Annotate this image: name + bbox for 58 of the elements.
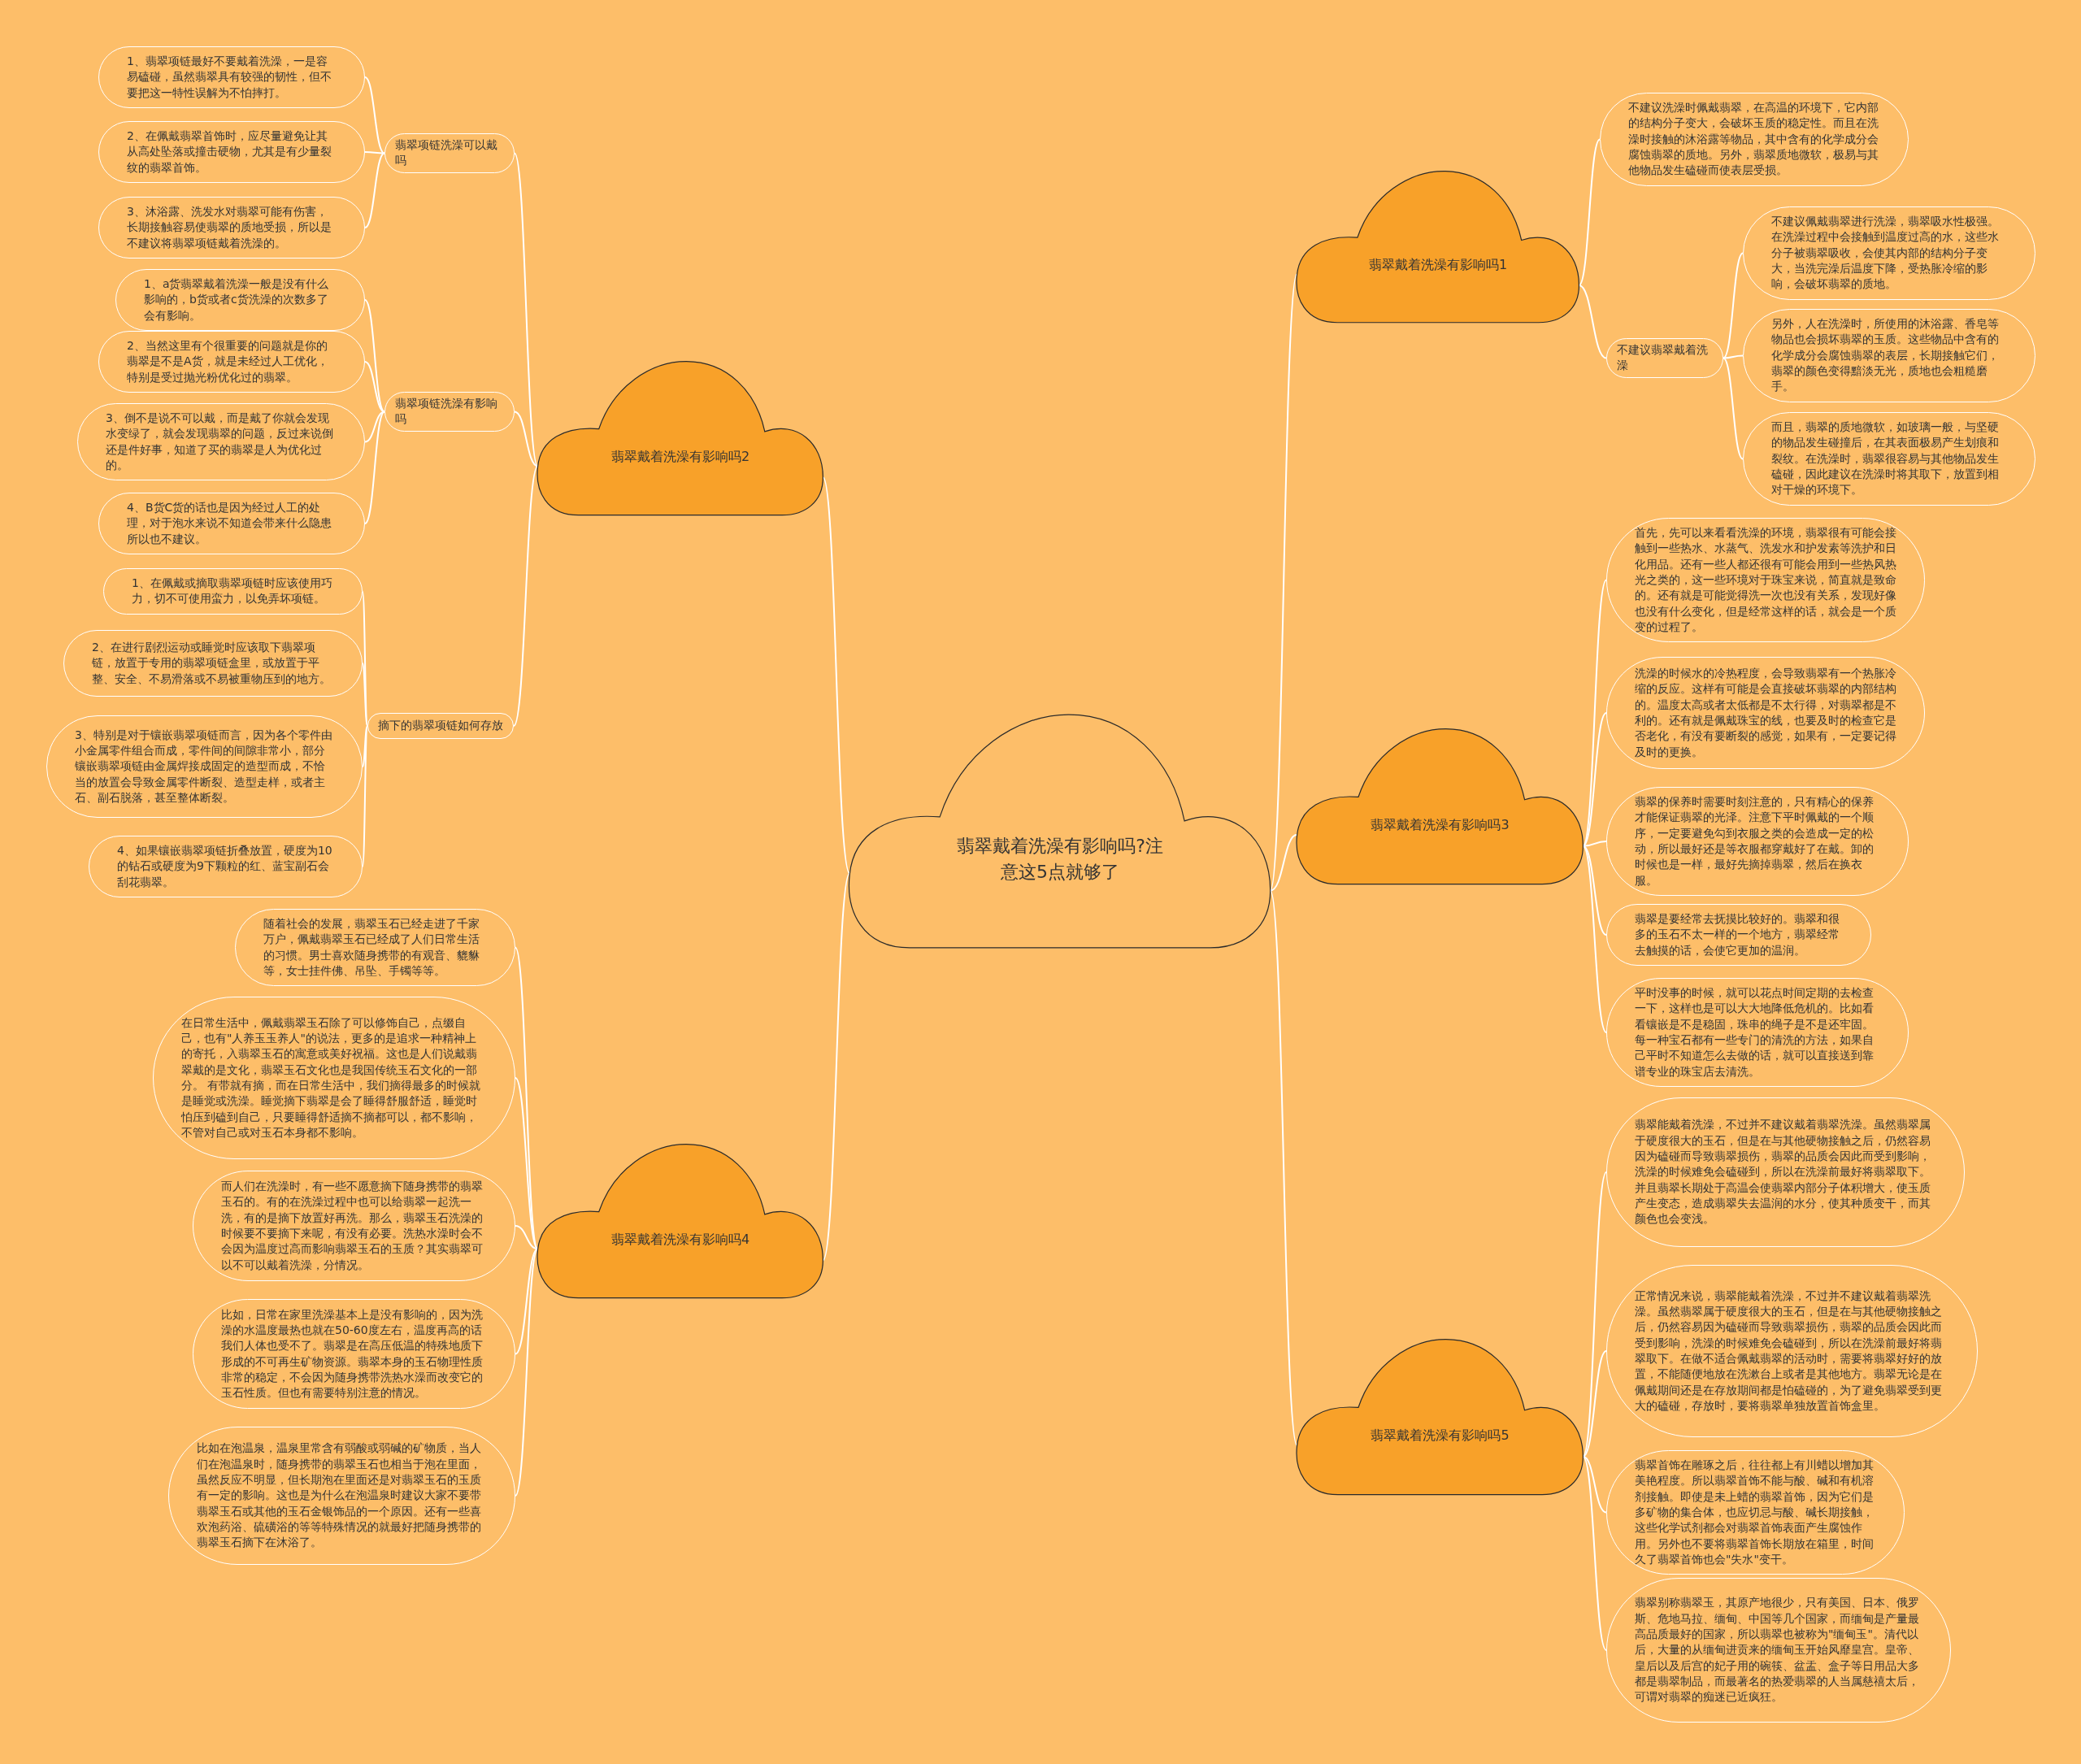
note-text: 翡翠是要经常去抚摸比较好的。翡翠和很多的玉石不太一样的一个地方，翡翠经常去触摸的话，会使它更加的温润。 xyxy=(1635,911,1840,958)
connector-line xyxy=(1578,138,1601,286)
connector-line xyxy=(364,152,385,228)
note-text: 3、特别是对于镶嵌翡翠项链而言，因为各个零件由小金属零件组合而成，零件间的间隙非常小，部分镶嵌翡翠项链由金属焊接成固定的造型而成，不恰当的放置会导致金属零件断裂、造型走样，或者主石、副石脱落，甚至整体断裂。 xyxy=(75,727,333,806)
connector-line xyxy=(364,299,385,413)
subtopic-label: 翡翠项链洗澡有影响吗 xyxy=(395,396,498,428)
topic-label: 翡翠戴着洗澡有影响吗5 xyxy=(1370,1427,1510,1445)
note-text: 另外，人在洗澡时，所使用的沐浴露、香皂等物品也会损坏翡翠的玉质。这些物品中含有的化学成分会腐蚀翡翠的表层，长期接触它们，翡翠的颜色变得黯淡无光，质地也会粗糙磨手。 xyxy=(1771,316,2000,395)
note-text: 翡翠别称翡翠玉，其原产地很少，只有美国、日本、俄罗斯、危地马拉、缅甸、中国等几个国家，而缅甸是产量最高品质最好的国家，所以翡翠也被称为"缅甸玉"。清代以后，大量的从缅甸进贡来的缅甸玉开始风靡皇宫。皇帝、皇后以及后宫的妃子用的碗筷、盆盂、盒子等日用品大多都是翡翠制品，而最著名的热爱翡翠的人当属慈禧太后，可谓对翡翠的痴迷已近疯狂。 xyxy=(1635,1595,1920,1705)
connector-line xyxy=(515,1225,539,1250)
subtopic-label: 不建议翡翠戴着洗澡 xyxy=(1617,342,1709,374)
connector-line xyxy=(364,76,385,154)
connector-line xyxy=(1723,252,1744,359)
note-text: 正常情况来说，翡翠能戴着洗澡，不过并不建议戴着翡翠洗澡。虽然翡翠属于硬度很大的玉石，但是在与其他硬物接触之后，仍然容易因为磕碰而导致翡翠损伤，翡翠的品质会因此而受到影响，洗澡的时候难免会磕碰到，所以在洗澡前最好将翡翠取下。在做不适合佩戴翡翠的活动时，需要将翡翠好好的放置，不能随便地放在洗漱台上或者是其他地方。翡翠无论是在佩戴期间还是在存放期间都是怕磕碰的，为了避免翡翠受到更大的磕碰，存放时，要将翡翠单独放置首饰盒里。 xyxy=(1635,1288,1943,1414)
note-text: 翡翠能戴着洗澡，不过并不建议戴着翡翠洗澡。虽然翡翠属于硬度很大的玉石，但是在与其他硬物接触之后，仍然容易因为磕碰而导致翡翠损伤，翡翠的品质会因此而受到影响，洗澡的时候难免会磕碰到，所以在洗澡前最好将翡翠取下。并且翡翠长期处于高温会使翡翠内部分子体积增大，使玉质产生变态，造成翡翠失去温润的水分，使其种质变干，而其颜色也会变浅。 xyxy=(1635,1117,1931,1227)
note-bubble xyxy=(1606,1578,1951,1723)
note-text: 不建议佩戴翡翠进行洗澡，翡翠吸水性极强。在洗澡过程中会接触到温度过高的水，这些水分子被翡翠吸收，会使其内部的结构分子变大，当洗完澡后温度下降，受热胀冷缩的影响，会破坏翡翠的质地。 xyxy=(1771,214,2000,293)
subtopic-label: 摘下的翡翠项链如何存放 xyxy=(378,718,503,734)
note-text: 2、在进行剧烈运动或睡觉时应该取下翡翠项链，放置于专用的翡翠项链盒里，或放置于平整、安全、不易滑落或不易被重物压到的地方。 xyxy=(92,640,332,687)
note-text: 首先，先可以来看看洗澡的环境，翡翠很有可能会接触到一些热水、水蒸气、洗发水和护发素等洗护和日化用品。还有一些人都还很有可能会用到一些热风热光之类的，这一些环境对于珠宝来说，简直就是致命的。还有就是可能觉得洗一次也没有关系，发现好像也没有什么变化，但是经常这样的话，就会是一个质变的过程了。 xyxy=(1635,525,1896,635)
connector-line xyxy=(364,411,385,443)
connector-line xyxy=(514,411,539,467)
note-text: 翡翠首饰在雕琢之后，往往都上有川蜡以增加其美艳程度。所以翡翠首饰不能与酸、碱和有机溶剂接触。即使是未上蜡的翡翠首饰，因为它们是多矿物的集合体，也应切忌与酸、碱长期接触，这些化学试剂都会对翡翠首饰表面产生腐蚀作用。另外也不要将翡翠首饰长期放在箱里，时间久了翡翠首饰也会"失水"变干。 xyxy=(1635,1458,1875,1567)
note-text: 3、倒不是说不可以戴，而是戴了你就会发现水变绿了，就会发现翡翠的问题，反过来说倒还是件好事，知道了买的翡翠是人为优化过的。 xyxy=(106,411,334,473)
note-text: 1、翡翠项链最好不要戴着洗澡，一是容易磕碰，虽然翡翠具有较强的韧性，但不要把这一特性误解为不怕摔打。 xyxy=(127,54,332,101)
topic-label: 翡翠戴着洗澡有影响吗1 xyxy=(1367,256,1509,275)
central-title: 翡翠戴着洗澡有影响吗?注意这5点就够了 xyxy=(956,835,1164,884)
connector-line xyxy=(364,151,385,154)
note-text: 洗澡的时候水的冷热程度，会导致翡翠有一个热胀冷缩的反应。这样有可能是会直接破坏翡翠的内部结构的。温度太高或者太低都是不太行得，对翡翠都是不利的。还有就是佩戴珠宝的线，也要及时的检查它是否老化，有没有要断裂的感觉，如果有，一定要记得及时的更换。 xyxy=(1635,666,1896,760)
note-text: 1、在佩戴或摘取翡翠项链时应该使用巧力，切不可使用蛮力，以免弄坏项链。 xyxy=(132,576,333,607)
note-text: 不建议洗澡时佩戴翡翠，在高温的环境下，它内部的结构分子变大，会破坏玉质的稳定性。而且在洗澡时接触的沐浴露等物品，其中含有的化学成分会腐蚀翡翠的质地。另外，翡翠质地微软，极易与其他物品发生磕碰而使表层受损。 xyxy=(1628,100,1879,179)
note-text: 而人们在洗澡时，有一些不愿意摘下随身携带的翡翠玉石的。有的在洗澡过程中也可以给翡翠一起洗一洗，有的是摘下放置好再洗。那么，翡翠玉石洗澡的时候要不要摘下来呢，有没有必要。洗热水澡时会不会因为温度过高而影响翡翠玉石的玉质？其实翡翠可以不可以戴着洗澡，分情况。 xyxy=(221,1179,484,1273)
subtopic-label: 翡翠项链洗澡可以戴吗 xyxy=(395,137,498,169)
topic-label: 翡翠戴着洗澡有影响吗4 xyxy=(610,1231,751,1249)
note-text: 2、在佩戴翡翠首饰时，应尽量避免让其从高处坠落或撞击硬物，尤其是有少量裂纹的翡翠首饰。 xyxy=(127,128,332,176)
note-text: 2、当然这里有个很重要的问题就是你的翡翠是不是A货，就是未经过人工优化，特别是受过抛光粉优化过的翡翠。 xyxy=(127,338,329,385)
connector-line xyxy=(364,361,385,413)
connector-line xyxy=(362,725,368,767)
note-text: 4、B货C货的话也是因为经过人工的处理，对于泡水来说不知道会带来什么隐患所以也不建议。 xyxy=(127,500,332,547)
connector-line xyxy=(515,1077,539,1250)
note-text: 翡翠的保养时需要时刻注意的，只有精心的保养才能保证翡翠的光泽。注意下平时佩戴的一个顺序，一定要避免勾到衣服之类的会造成一定的松动，所以最好还是等衣服都穿戴好了在戴。卸的时候也是一样，最好先摘掉翡翠，然后在换衣服。 xyxy=(1635,794,1875,889)
connector-line xyxy=(1723,357,1744,460)
note-text: 1、a货翡翠戴着洗澡一般是没有什么影响的，b货或者c货洗澡的次数多了会有影响。 xyxy=(144,276,330,324)
note-text: 比如在泡温泉，温泉里常含有弱酸或弱碱的矿物质，当人们在泡温泉时，随身携带的翡翠玉石也相当于泡在里面，虽然反应不明显，但长期泡在里面还是对翡翠玉石的玉质有一定的影响。这也是为什么在泡温泉时建议大家不要带翡翠玉石或其他的玉石金银饰品的一个原因。还有一些喜欢泡药浴、硫磺浴的等等特殊情况的就最好把随身携带的翡翠玉石摘下在沐浴了。 xyxy=(197,1440,482,1551)
connector-line xyxy=(362,725,368,867)
connector-line xyxy=(1723,354,1744,359)
connector-line xyxy=(364,411,385,524)
note-text: 3、沐浴露、洗发水对翡翠可能有伤害，长期接触容易使翡翠的质地受损，所以是不建议将翡翠项链戴着洗澡的。 xyxy=(127,204,332,251)
note-text: 随着社会的发展，翡翠玉石已经走进了千家万户，佩戴翡翠玉石已经成了人们日常生活的习惯。男士喜欢随身携带的有观音、貔貅等，女士挂件佛、吊坠、手镯等等。 xyxy=(263,916,480,979)
topic-label: 翡翠戴着洗澡有影响吗3 xyxy=(1370,816,1510,835)
note-text: 平时没事的时候，就可以花点时间定期的去检查一下，这样也是可以大大地降低危机的。比如看看镶嵌是不是稳固，珠串的绳子是不是还牢固。每一种宝石都有一些专门的清洗的方法，如果自己平时不知道怎么去做的话，就可以直接送到靠谱专业的珠宝店去清洗。 xyxy=(1635,985,1875,1080)
note-text: 在日常生活中，佩戴翡翠玉石除了可以修饰自己，点缀自己，也有"人养玉玉养人"的说法，更多的是追求一种精神上的寄托，入翡翠玉石的寓意或美好祝福。这也是人们说戴翡翠戴的是文化，翡翠玉石文化也是我国传统玉石文化的一部分。 有带就有摘，而在日常生活中，我们摘得最多的时候就是睡觉或洗澡。睡觉摘下翡翠是会了睡得舒服舒适，睡觉时怕压到磕到自己，只要睡得舒适摘不摘都可以，都不影响，不管对自己或对玉石本身都不影响。 xyxy=(181,1015,482,1141)
connector-line xyxy=(514,152,539,467)
note-text: 4、如果镶嵌翡翠项链折叠放置，硬度为10的钻石或硬度为9下颗粒的红、蓝宝副石会刮花翡翠。 xyxy=(117,843,333,890)
topic-label: 翡翠戴着洗澡有影响吗2 xyxy=(610,448,751,467)
note-text: 而且，翡翠的质地微软，如玻璃一般，与坚硬的物品发生碰撞后，在其表面极易产生划痕和裂纹。在洗澡时，翡翠很容易与其他物品发生磕碰，因此建议在洗澡时将其取下，放置到相对干燥的环境下。 xyxy=(1771,419,2000,498)
note-text: 比如，日常在家里洗澡基本上是没有影响的，因为洗澡的水温度最热也就在50-60度左右，温度再高的话我们人体也受不了。翡翠是在高压低温的特殊地质下形成的不可再生矿物资源。翡翠本身的玉石物理性质非常的稳定，不会因为随身携带洗热水澡而改变它的玉石性质。但也有需要特别注意的情况。 xyxy=(221,1306,484,1401)
connector-line xyxy=(362,663,368,727)
